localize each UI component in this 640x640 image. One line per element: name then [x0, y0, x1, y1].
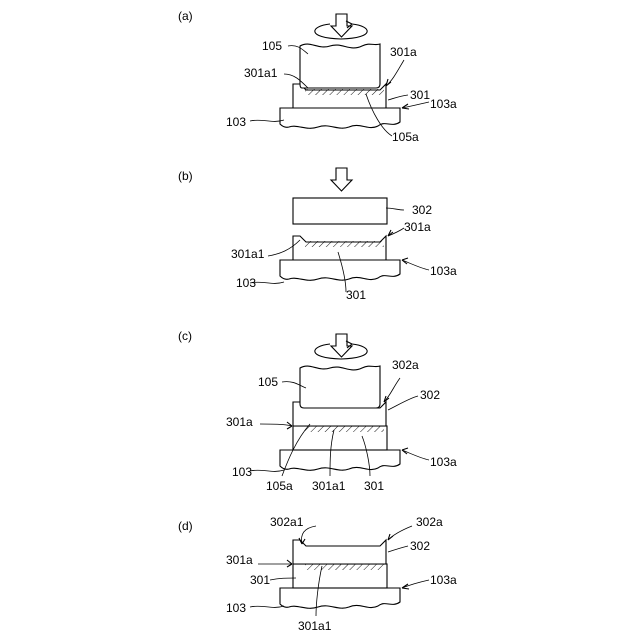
ref-302: 302	[412, 203, 432, 217]
ref-103a: 103a	[430, 455, 457, 469]
ref-103a: 103a	[430, 264, 457, 278]
ref-301a1: 301a1	[244, 66, 278, 80]
hatched-region	[305, 241, 384, 247]
plate-302	[293, 198, 387, 224]
ref-302a1: 302a1	[270, 515, 304, 529]
ref-103a: 103a	[430, 97, 457, 111]
substrate-103	[280, 260, 400, 280]
ref-301a1: 301a1	[298, 619, 332, 633]
ref-103: 103	[236, 276, 256, 290]
panel-b: (b) 302 301a 301a1 103 301 103a	[178, 168, 457, 302]
hatched-region	[305, 426, 384, 432]
ref-103: 103	[226, 115, 246, 129]
substrate-103	[280, 450, 400, 470]
ref-103a: 103a	[430, 573, 457, 587]
ref-105: 105	[258, 375, 278, 389]
panel-c: (c) 105 302a 302 301a 103 105a 301a1 301	[178, 329, 457, 493]
panel-a-label: (a)	[178, 9, 193, 23]
ref-301: 301	[346, 288, 366, 302]
ref-301: 301	[250, 573, 270, 587]
push-arrow	[331, 14, 352, 37]
ref-103: 103	[226, 601, 246, 615]
ref-301a: 301a	[226, 553, 253, 567]
ref-302: 302	[420, 388, 440, 402]
ref-301: 301	[410, 88, 430, 102]
ref-105a: 105a	[266, 479, 293, 493]
ref-302a: 302a	[416, 515, 443, 529]
hatched-region	[305, 564, 384, 570]
ref-105: 105	[262, 39, 282, 53]
panel-d: (d) 302a1 302a 302 301a 301 103 301a1 10…	[178, 515, 457, 633]
plate-302	[293, 540, 386, 564]
ref-302a: 302a	[392, 358, 419, 372]
ref-103: 103	[232, 465, 252, 479]
ref-302: 302	[410, 539, 430, 553]
ref-301a: 301a	[404, 220, 431, 234]
ref-301: 301	[364, 479, 384, 493]
substrate-103	[280, 588, 400, 608]
ref-301a: 301a	[226, 415, 253, 429]
substrate-103	[280, 108, 400, 128]
panel-c-label: (c)	[178, 329, 192, 343]
hatched-region	[305, 89, 384, 95]
panel-b-label: (b)	[178, 169, 193, 183]
push-arrow	[331, 334, 352, 357]
tool-105	[300, 44, 380, 88]
panel-d-label: (d)	[178, 519, 193, 533]
push-arrow	[331, 168, 352, 191]
panel-a: (a) 105 301a1 301a 301 103a 103 105a	[178, 9, 457, 144]
ref-301a1: 301a1	[312, 479, 346, 493]
ref-105a: 105a	[392, 130, 419, 144]
ref-301a: 301a	[390, 45, 417, 59]
tool-105	[300, 366, 380, 408]
ref-301a1: 301a1	[231, 247, 265, 261]
